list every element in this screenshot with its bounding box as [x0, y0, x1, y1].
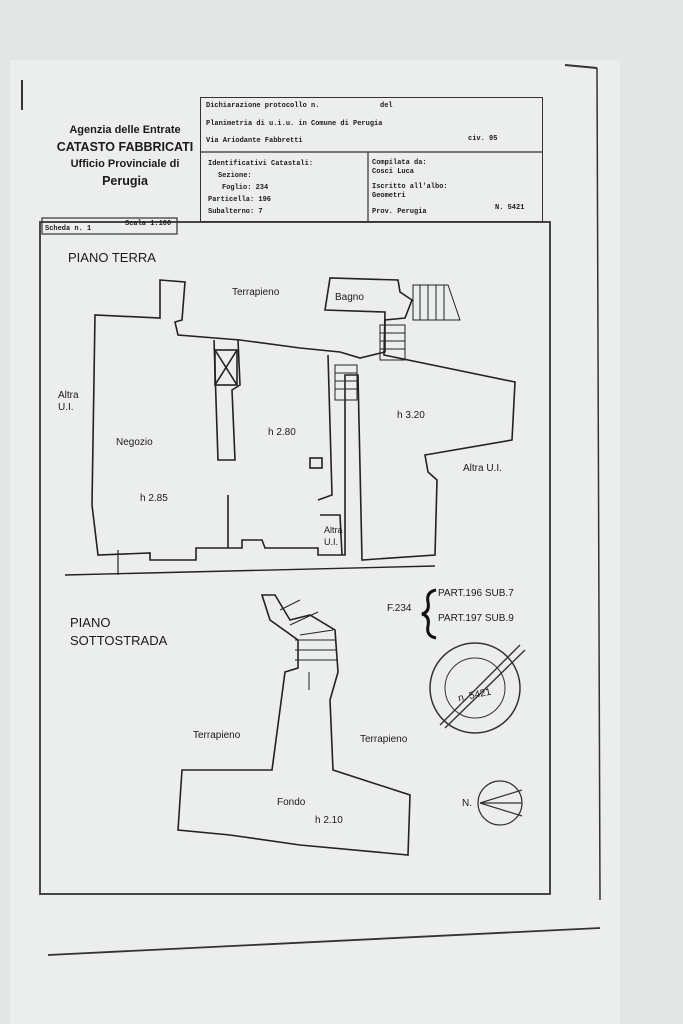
compiler-name: Cosci Luca	[372, 168, 415, 176]
bagno-label: Bagno	[335, 292, 364, 303]
part-ref-2: PART.197 SUB.9	[438, 613, 514, 624]
fondo-label: Fondo	[277, 797, 306, 808]
spiral-stairs-icon	[279, 599, 337, 690]
particella: Particella: 196	[208, 196, 272, 204]
scale: Scala 1:100	[125, 220, 172, 228]
subalterno: Subalterno: 7	[208, 208, 263, 216]
office-label: Ufficio Provinciale di	[70, 158, 180, 170]
basement-title-1: PIANO	[70, 615, 111, 630]
document-paper	[10, 60, 620, 1024]
negozio-label: Negozio	[116, 437, 153, 448]
agency-block: Agenzia delle Entrate CATASTO FABBRICATI…	[40, 122, 210, 190]
terrapieno-left-label: Terrapieno	[193, 730, 241, 741]
civic-number: civ. 95	[468, 135, 498, 143]
agency-name: Agenzia delle Entrate	[69, 124, 181, 136]
terrapieno-label: Terrapieno	[232, 287, 280, 298]
height-fondo: h 2.10	[315, 815, 343, 826]
foglio: Foglio: 234	[222, 184, 269, 192]
ground-floor-title: PIANO TERRA	[68, 250, 156, 265]
height-negozio: h 2.85	[140, 493, 168, 504]
altra-ui-small-label: Altra U.I.	[324, 525, 343, 547]
height-right-room: h 3.20	[397, 410, 425, 421]
altra-ui-right-label: Altra U.I.	[463, 463, 502, 474]
north-arrow-icon	[477, 780, 523, 826]
basement-title-2: SOTTOSTRADA	[70, 633, 168, 648]
foglio-ref: F.234	[387, 603, 412, 614]
planimetria-label: Planimetria di u.i.u. in Comune di Perug…	[206, 120, 383, 128]
altra-ui-left-label: Altra U.I.	[58, 390, 79, 413]
surveyor-stamp	[429, 642, 526, 734]
sezione: Sezione:	[218, 172, 252, 180]
basement-plan	[177, 594, 411, 856]
height-middle-room: h 2.80	[268, 427, 296, 438]
compiled-by-label: Compilata da:	[372, 159, 427, 167]
cadastral-ids-label: Identificativi Catastali:	[208, 160, 314, 168]
catasto-title: CATASTO FABBRICATI	[56, 140, 194, 154]
address: Via Ariodante Fabbretti	[206, 137, 303, 145]
part-ref-1: PART.196 SUB.7	[438, 588, 514, 599]
terrapieno-right-label: Terrapieno	[360, 734, 408, 745]
north-label: N.	[462, 798, 472, 809]
declaration-label: Dichiarazione protocollo n.	[206, 102, 320, 110]
ground-floor-plan	[91, 277, 516, 561]
register-number: N. 5421	[495, 204, 525, 212]
sheet-number: Scheda n. 1	[45, 225, 92, 233]
register-label: Iscritto all'albo:	[372, 183, 448, 191]
province: Prov. Perugia	[372, 208, 427, 216]
stairs-icon	[334, 284, 461, 401]
declaration-date-label: del	[380, 102, 393, 110]
brace-icon	[421, 588, 437, 640]
register-value: Geometri	[372, 192, 406, 200]
office-city: Perugia	[102, 174, 148, 188]
